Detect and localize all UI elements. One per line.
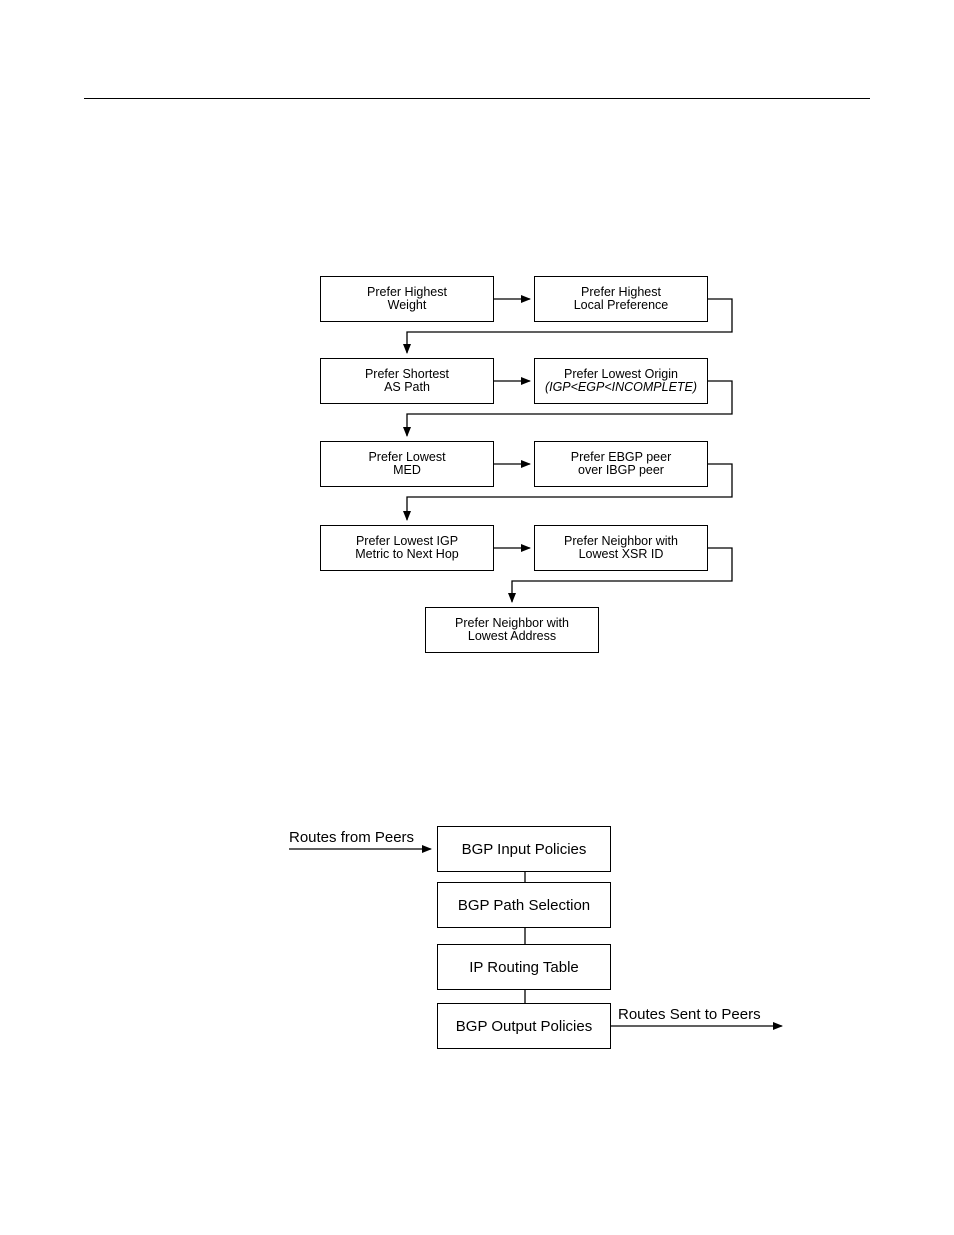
box-label: BGP Input Policies [461,840,587,858]
box-bgp-input-policies: BGP Input Policies [437,826,611,872]
box-line-1: Prefer Lowest Origin [564,367,678,381]
box-line-1: Prefer Neighbor with [455,616,569,630]
box-label: BGP Output Policies [455,1017,593,1035]
box-line-2: AS Path [384,380,430,394]
header-rule [84,98,870,99]
box-line-1: Prefer Neighbor with [564,534,678,548]
box-prefer-lowest-xsr-id: Prefer Neighbor with Lowest XSR ID [534,525,708,571]
box-line-2: over IBGP peer [578,463,664,477]
box-prefer-lowest-igp-metric: Prefer Lowest IGP Metric to Next Hop [320,525,494,571]
box-prefer-ebgp-peer: Prefer EBGP peer over IBGP peer [534,441,708,487]
arrow-localpref-to-aspath [403,298,733,354]
label-routes-from-peers: Routes from Peers [289,829,415,846]
arrow-origin-to-med [403,380,733,437]
box-prefer-highest-weight: Prefer Highest Weight [320,276,494,322]
box-line-2: MED [393,463,421,477]
box-line-2: Weight [387,298,427,312]
box-line-1: Prefer Shortest [364,367,450,381]
box-bgp-output-policies: BGP Output Policies [437,1003,611,1049]
box-line-1: Prefer Highest [367,285,447,299]
box-line-2: Lowest XSR ID [578,547,664,561]
box-line-2: Local Preference [573,298,669,312]
box-ip-routing-table: IP Routing Table [437,944,611,990]
box-line-2: Metric to Next Hop [355,547,459,561]
box-prefer-lowest-address: Prefer Neighbor with Lowest Address [425,607,599,653]
label-routes-sent-to-peers: Routes Sent to Peers [618,1006,761,1023]
box-line-1: Prefer Highest [581,285,661,299]
box-prefer-lowest-med: Prefer Lowest MED [320,441,494,487]
box-line-1: Prefer EBGP peer [570,450,672,464]
box-prefer-lowest-origin: Prefer Lowest Origin (IGP<EGP<INCOMPLETE… [534,358,708,404]
box-label: BGP Path Selection [457,896,591,914]
box-prefer-highest-local-preference: Prefer Highest Local Preference [534,276,708,322]
box-label: IP Routing Table [469,958,579,976]
arrow-ebgp-to-igpmetric [403,463,733,521]
box-line-2: (IGP<EGP<INCOMPLETE) [544,380,698,394]
box-prefer-shortest-as-path: Prefer Shortest AS Path [320,358,494,404]
arrow-xsrid-to-address [508,547,733,603]
box-line-2: Lowest Address [467,629,557,643]
box-line-1: Prefer Lowest IGP [355,534,459,548]
box-line-1: Prefer Lowest [368,450,446,464]
box-bgp-path-selection: BGP Path Selection [437,882,611,928]
